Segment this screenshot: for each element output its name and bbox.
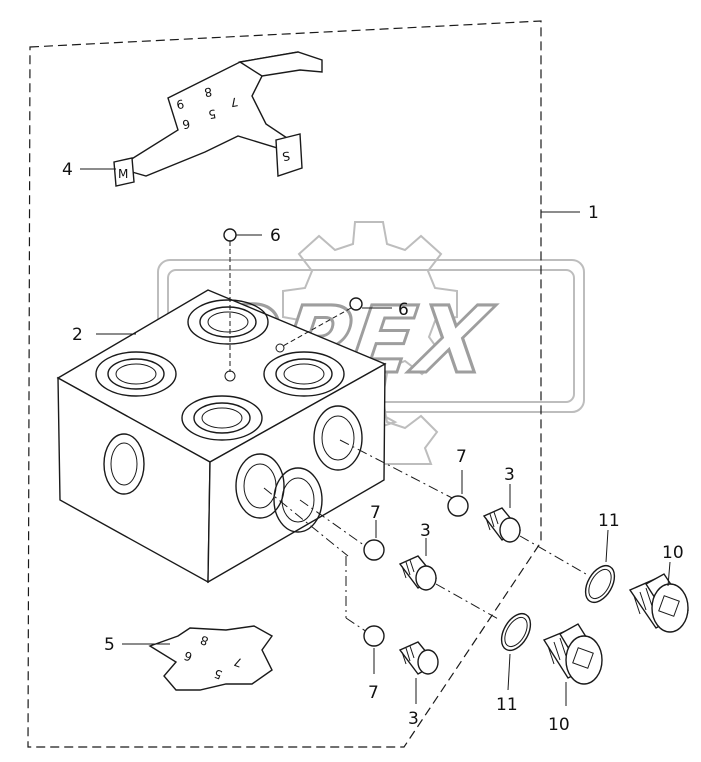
callout-1: 1 xyxy=(588,203,599,223)
callout-7a: 7 xyxy=(456,447,467,467)
callout-7b: 7 xyxy=(370,503,381,523)
plate5-mark-8: 8 xyxy=(198,633,210,649)
plate4-mark-8: 8 xyxy=(203,84,213,99)
valve-block-2 xyxy=(56,289,387,584)
callout-7c: 7 xyxy=(368,683,379,703)
callout-5: 5 xyxy=(104,635,115,655)
plug-3-bottom xyxy=(398,641,439,704)
top-port-2 xyxy=(95,351,177,397)
label-plate-4: 9 8 7 6 5 M S xyxy=(113,51,323,187)
plate4-mark-m: M xyxy=(118,167,128,181)
plate5-mark-6: 6 xyxy=(182,648,194,664)
callout-6b: 6 xyxy=(398,300,409,320)
callout-6a: 6 xyxy=(270,226,281,246)
right-port-3 xyxy=(273,467,323,533)
callout-10b: 10 xyxy=(548,715,570,735)
callout-3c: 3 xyxy=(408,709,419,729)
callout-4: 4 xyxy=(62,160,73,180)
plate4-mark-9: 9 xyxy=(175,96,185,111)
plug-3-middle xyxy=(398,538,501,621)
ball-6-right xyxy=(282,297,392,347)
plate4-mark-6: 6 xyxy=(181,116,191,131)
plug-3-top xyxy=(482,484,587,575)
label-plate-5: 8 6 7 5 xyxy=(148,625,274,691)
ball-7-middle xyxy=(363,520,385,561)
o-ring-11-top xyxy=(584,529,616,604)
plug-10-top xyxy=(628,561,690,633)
callout-11a: 11 xyxy=(598,511,620,531)
plate5-mark-7: 7 xyxy=(232,654,244,670)
callout-11b: 11 xyxy=(496,695,518,715)
plate4-mark-s: S xyxy=(281,148,291,163)
top-port-4 xyxy=(181,395,263,441)
plate5-mark-5: 5 xyxy=(212,666,224,682)
callout-3a: 3 xyxy=(504,465,515,485)
o-ring-11-bottom xyxy=(500,612,532,691)
callout-2: 2 xyxy=(72,325,83,345)
callout-10a: 10 xyxy=(662,543,684,563)
top-port-3 xyxy=(263,351,345,397)
plate4-mark-5: 5 xyxy=(207,106,217,121)
ball-7-top xyxy=(447,470,469,517)
ball-7-bottom xyxy=(363,625,385,674)
plug-10-bottom xyxy=(542,623,603,706)
callout-3b: 3 xyxy=(420,521,431,541)
plate4-mark-7: 7 xyxy=(229,94,239,109)
top-port-1 xyxy=(187,299,269,345)
kit-boundary xyxy=(27,20,542,748)
ball-6-upper xyxy=(223,228,262,372)
right-port-1 xyxy=(313,405,363,471)
left-side-port xyxy=(103,433,145,495)
